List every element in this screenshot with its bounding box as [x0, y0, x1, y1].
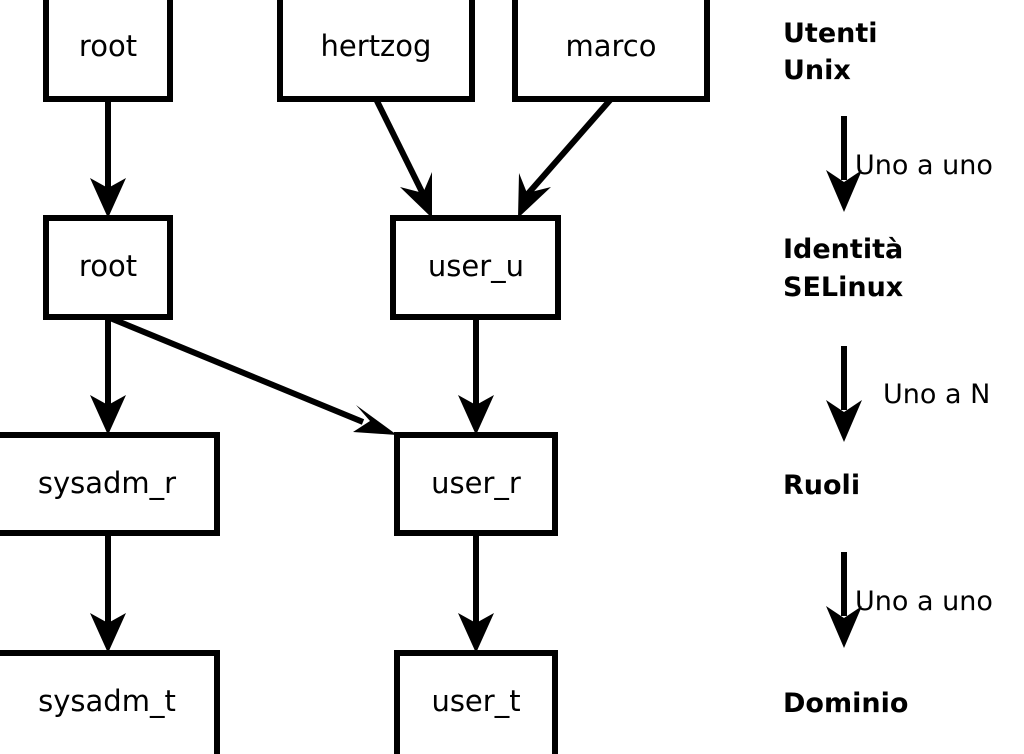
legend-stage-line: Ruoli — [783, 470, 860, 501]
legend-stage-identita-selinux: Identità SELinux — [783, 234, 903, 303]
edge-marco-to-user-u — [518, 97, 614, 218]
node-label: root — [79, 249, 137, 283]
legend-stage-line: Identità — [783, 234, 903, 265]
node-domain-user-t[interactable]: user_t — [394, 650, 558, 754]
node-identity-user-u[interactable]: user_u — [390, 215, 561, 320]
legend-stage-line: Unix — [783, 55, 851, 86]
legend-relation-label: Uno a uno — [855, 150, 993, 181]
legend-stage-line: SELinux — [783, 272, 903, 303]
legend-relation-label: Uno a uno — [855, 586, 993, 617]
node-label: hertzog — [321, 29, 432, 63]
node-label: sysadm_r — [38, 466, 176, 500]
edge-sysadm-r-to-sysadm-t — [90, 533, 126, 653]
edge-identity-root-to-sysadm-r — [90, 317, 126, 435]
edge-hertzog-to-user-u — [373, 97, 432, 218]
legend-arrow-1 — [826, 116, 862, 212]
node-identity-root[interactable]: root — [43, 215, 173, 320]
legend-arrow-2 — [826, 346, 862, 442]
edge-identity-root-to-user-r — [108, 315, 397, 435]
legend-stage-line: Utenti — [783, 18, 878, 49]
legend-stage-ruoli: Ruoli — [783, 470, 860, 501]
node-role-sysadm-r[interactable]: sysadm_r — [0, 432, 220, 536]
legend-arrow-3 — [826, 552, 862, 648]
legend-relation-label: Uno a N — [883, 379, 990, 410]
legend-stage-dominio: Dominio — [783, 688, 908, 719]
node-unix-hertzog[interactable]: hertzog — [277, 0, 475, 102]
node-unix-root[interactable]: root — [43, 0, 173, 102]
node-label: root — [79, 29, 137, 63]
node-label: sysadm_t — [38, 684, 176, 718]
edge-user-u-to-user-r — [458, 317, 494, 435]
edge-unix-root-to-identity-root — [90, 99, 126, 218]
node-label: marco — [566, 29, 657, 63]
node-role-user-r[interactable]: user_r — [394, 432, 558, 536]
node-domain-sysadm-t[interactable]: sysadm_t — [0, 650, 220, 754]
node-label: user_u — [428, 249, 524, 283]
edge-user-r-to-user-t — [458, 533, 494, 653]
legend-stage-line: Dominio — [783, 688, 908, 719]
node-unix-marco[interactable]: marco — [512, 0, 710, 102]
legend-stage-utenti-unix: Utenti Unix — [783, 18, 878, 86]
node-label: user_t — [431, 684, 520, 718]
node-label: user_r — [431, 466, 521, 500]
